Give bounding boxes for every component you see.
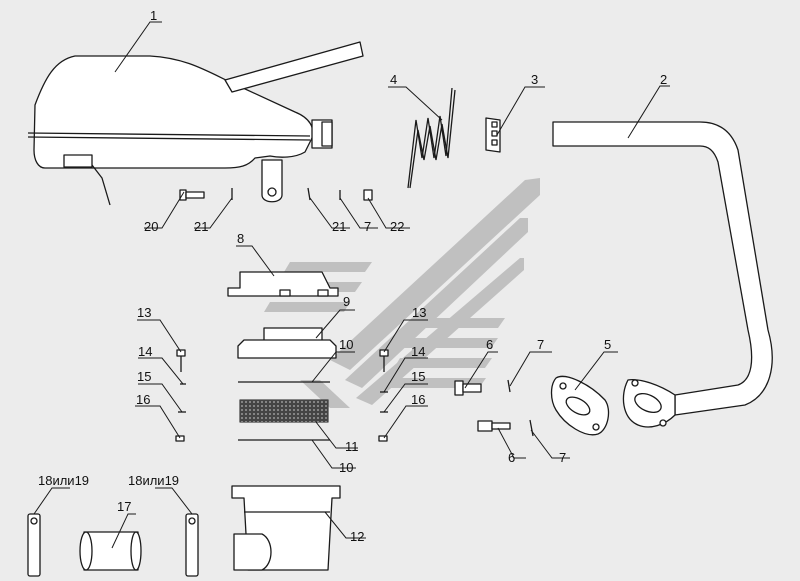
callout-10-upper: 10 (339, 337, 353, 352)
callout-6-upper: 6 (486, 337, 493, 352)
part-2-exhaust-pipe (552, 121, 773, 428)
callout-14-right: 14 (411, 344, 425, 359)
callout-20: 20 (144, 219, 158, 234)
callout-7-lower: 7 (559, 450, 566, 465)
callout-1: 1 (150, 8, 157, 23)
callout-10-lower: 10 (339, 460, 353, 475)
callout-7-top: 7 (364, 219, 371, 234)
part-1-tank (27, 41, 364, 206)
callout-6-lower: 6 (508, 450, 515, 465)
callout-13-right: 13 (412, 305, 426, 320)
part-22-nut (363, 189, 373, 201)
callout-21-left: 21 (194, 219, 208, 234)
callout-21-right: 21 (332, 219, 346, 234)
callout-16-right: 16 (411, 392, 425, 407)
callout-15-left: 15 (137, 369, 151, 384)
callout-9: 9 (343, 294, 350, 309)
part-7-washer-lower (529, 419, 534, 437)
part-13-screw-right (379, 349, 389, 372)
part-8-cover (227, 271, 339, 297)
callout-15-right: 15 (411, 369, 425, 384)
callout-16-left: 16 (136, 392, 150, 407)
part-3-clip (485, 117, 501, 153)
part-18-clamp-right (185, 513, 199, 577)
callout-4: 4 (390, 72, 397, 87)
part-16-nut-right (378, 435, 388, 442)
part-6-bolt-upper (454, 380, 482, 396)
part-17-tube (79, 531, 142, 571)
part-13-screw-left (176, 349, 186, 372)
callout-18-right: 18или19 (128, 473, 179, 488)
part-7-washer-upper (507, 379, 511, 393)
part-6-bolt-lower (477, 420, 511, 432)
part-20-bolt (179, 189, 205, 201)
callout-5: 5 (604, 337, 611, 352)
callout-12: 12 (350, 529, 364, 544)
callout-11: 11 (345, 439, 359, 454)
part-12-muffler-body (231, 485, 341, 571)
part-9-filter-housing (237, 327, 337, 359)
callout-18-left: 18или19 (38, 473, 89, 488)
callout-8: 8 (237, 231, 244, 246)
part-5-gasket (550, 375, 610, 436)
part-11-filter-element (239, 399, 329, 423)
part-21-washer-right (307, 187, 311, 201)
callout-14-left: 14 (138, 344, 152, 359)
callout-2: 2 (660, 72, 667, 87)
callout-22: 22 (390, 219, 404, 234)
part-16-nut-left (175, 435, 185, 442)
part-4-spring (407, 87, 456, 189)
callout-3: 3 (531, 72, 538, 87)
leader-lines (33, 21, 670, 549)
callout-labels: 1 2 3 4 5 6 6 7 7 7 8 9 10 10 11 12 13 1… (38, 8, 667, 544)
callout-17: 17 (117, 499, 131, 514)
callout-13-left: 13 (137, 305, 151, 320)
callout-7-upper: 7 (537, 337, 544, 352)
part-18-clamp-left (27, 513, 41, 577)
